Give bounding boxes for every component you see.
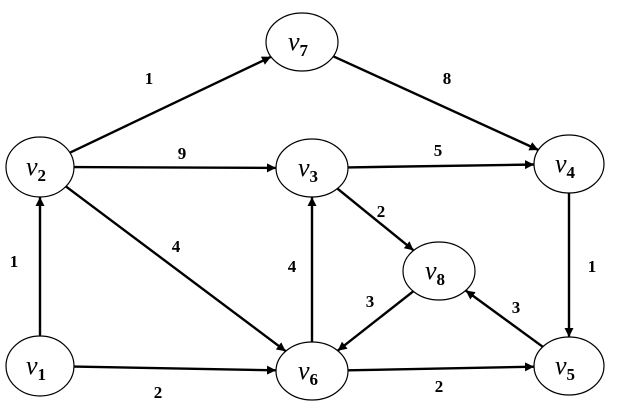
node-subscript-v8: 8 bbox=[437, 270, 446, 289]
node-subscript-v7: 7 bbox=[300, 41, 309, 60]
edge-v7-to-v4 bbox=[332, 55, 539, 152]
node-ellipse-v5 bbox=[533, 336, 605, 396]
node-subscript-v6: 6 bbox=[310, 370, 319, 389]
edge-v6-to-v5 bbox=[347, 362, 535, 372]
edges-layer bbox=[35, 55, 574, 375]
node-ellipse-v8 bbox=[402, 241, 476, 301]
weight-label-v2-v6: 4 bbox=[172, 237, 181, 256]
edge-v3-to-v8 bbox=[336, 187, 415, 252]
node-subscript-v1: 1 bbox=[38, 365, 47, 384]
node-v6: v6 bbox=[275, 341, 349, 401]
node-v4: v4 bbox=[533, 134, 605, 194]
node-v1: v1 bbox=[5, 335, 75, 397]
node-subscript-v3: 3 bbox=[310, 167, 319, 186]
nodes-layer: v1 v2 v3 v4 v5 v6 v7 v8 bbox=[5, 12, 605, 401]
weight-label-v1-v2: 1 bbox=[10, 252, 19, 271]
node-ellipse-v1 bbox=[5, 335, 75, 397]
weight-label-v8-v6: 3 bbox=[366, 292, 375, 311]
edge-v2-to-v7 bbox=[69, 55, 272, 154]
weight-label-v7-v4: 8 bbox=[443, 69, 452, 88]
edge-v8-to-v6 bbox=[336, 290, 415, 352]
node-subscript-v5: 5 bbox=[567, 365, 576, 384]
node-ellipse-v6 bbox=[275, 341, 349, 401]
node-subscript-v2: 2 bbox=[38, 166, 47, 185]
weight-label-v6-v3: 4 bbox=[288, 257, 297, 276]
weights-layer: 1 8 9 5 2 4 4 1 1 3 3 2 2 bbox=[10, 69, 597, 402]
node-ellipse-v4 bbox=[533, 134, 605, 194]
node-ellipse-v3 bbox=[275, 138, 349, 198]
weight-label-v2-v3: 9 bbox=[178, 144, 187, 163]
weight-label-v2-v7: 1 bbox=[145, 69, 154, 88]
node-v2: v2 bbox=[5, 136, 75, 198]
edge-v5-to-v8 bbox=[464, 289, 544, 348]
weight-label-v4-v5: 1 bbox=[588, 257, 597, 276]
edge-v2-to-v3 bbox=[73, 163, 277, 173]
node-ellipse-v2 bbox=[5, 136, 75, 198]
weight-label-v1-v6: 2 bbox=[154, 383, 163, 402]
weight-label-v5-v8: 3 bbox=[512, 298, 521, 317]
edge-v1-to-v6 bbox=[73, 365, 277, 375]
edge-v3-to-v4 bbox=[347, 160, 535, 170]
node-v5: v5 bbox=[533, 336, 605, 396]
weight-label-v6-v5: 2 bbox=[435, 377, 444, 396]
node-subscript-v4: 4 bbox=[567, 163, 576, 182]
node-v7: v7 bbox=[265, 12, 339, 72]
node-ellipse-v7 bbox=[265, 12, 339, 72]
node-v3: v3 bbox=[275, 138, 349, 198]
edge-v2-to-v6 bbox=[65, 185, 287, 353]
weight-label-v3-v8: 2 bbox=[377, 202, 386, 221]
node-v8: v8 bbox=[402, 241, 476, 301]
weight-label-v3-v4: 5 bbox=[434, 141, 443, 160]
